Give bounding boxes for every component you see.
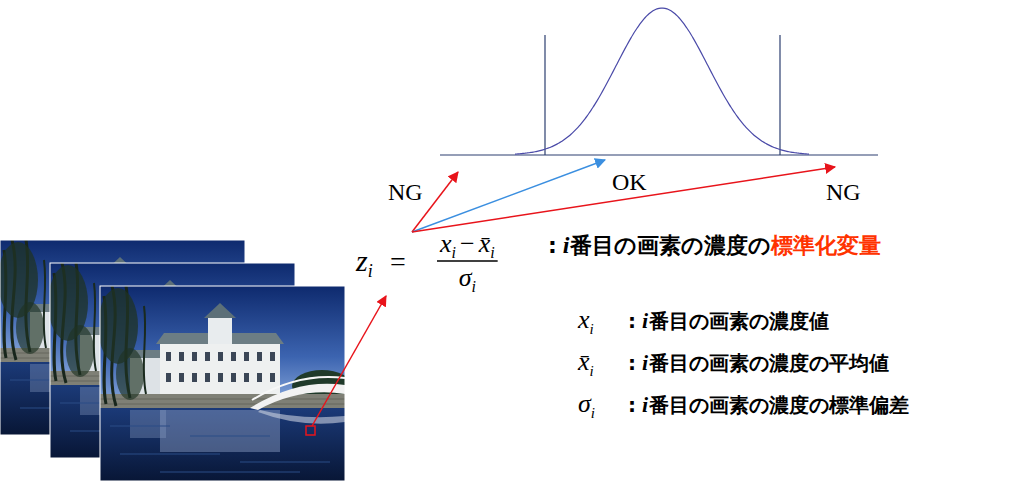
normal-curve [515,8,809,154]
symbol-subscript: i [590,321,594,338]
threshold-line [779,35,780,155]
formula-operator: − [460,231,475,257]
definition-colon: : [628,352,636,374]
formula-variable: x̄ [479,231,491,257]
definition-row: σi:i番目の画素の濃度の標準偏差 [578,390,909,419]
threshold-line [544,35,545,155]
index-variable: i [642,309,648,333]
pixel-marker [306,426,315,435]
symbol-variable: x [578,306,590,335]
photo-frame [98,286,352,481]
definition-colon: : [548,234,557,258]
index-variable: i [642,351,648,375]
formula-variable: z [356,246,368,276]
fraction-bar [437,260,498,261]
formula-variable: σ [459,265,472,291]
photo-edge [100,286,345,481]
definition-row: x̄i:i番目の画素の濃度の平均値 [578,348,889,377]
formula-operator: = [390,248,406,276]
definition-text: 番目の画素の濃度の平均値 [649,352,889,374]
formula-subscript: i [368,262,373,280]
judgment-label: OK [612,170,647,194]
symbol-subscript: i [590,363,594,380]
definition-text: 番目の画素の濃度の [570,234,771,258]
formula-subscript: i [490,245,494,261]
judgment-label: NG [826,180,861,204]
ng-arrow [412,167,835,232]
symbol-subscript: i [591,405,595,422]
index-variable: i [642,393,648,417]
definition-row: :i番目の画素の濃度の標準化変量 [548,232,881,258]
definition-colon: : [628,310,636,332]
formula-subscript: i [472,279,476,295]
ok-arrow [412,160,605,232]
formula-subscript: i [452,245,456,261]
definition-text: 番目の画素の濃度値 [649,310,829,332]
definition-text: 番目の画素の濃度の標準偏差 [649,394,909,416]
index-variable: i [563,232,570,258]
definition-colon: : [628,394,636,416]
judgment-label: NG [388,180,423,204]
symbol-variable: x̄ [578,348,590,377]
axis-line [440,154,878,155]
formula-variable: x [440,231,452,257]
highlight-term: 標準化変量 [771,234,881,258]
definition-row: xi:i番目の画素の濃度値 [578,306,829,335]
symbol-variable: σ [578,390,591,419]
pixel-arrow [312,296,386,426]
